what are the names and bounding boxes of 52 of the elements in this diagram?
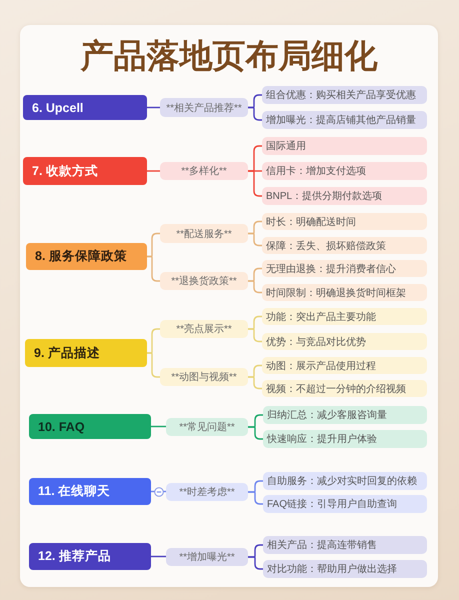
detail-box: 自助服务：减少对实时回复的依赖 [263, 472, 427, 490]
connector-line [248, 491, 263, 505]
category-box: 9. 产品描述 [25, 339, 147, 367]
detail-box: 组合优惠：购买相关产品享受优惠 [262, 86, 427, 104]
detail-box: 国际通用 [262, 137, 427, 155]
connector-line [248, 426, 263, 440]
detail-box: FAQ链接：引导用户自助查询 [263, 495, 427, 513]
detail-box: 无理由退换：提升消费者信心 [262, 260, 427, 277]
subtopic-box: **配送服务** [160, 224, 248, 243]
category-box: 10. FAQ [29, 414, 151, 439]
detail-box: 信用卡：增加支付选项 [262, 162, 427, 180]
category-box: 11. 在线聊天 [29, 478, 151, 505]
detail-box: 视频：不超过一分钟的介绍视频 [262, 380, 427, 397]
connector-line [151, 426, 166, 428]
connector-line [248, 280, 262, 294]
subtopic-box: **多样化** [160, 162, 248, 180]
connector-line [248, 232, 262, 246]
category-box: 6. Upcell [23, 95, 147, 120]
connector-line [147, 170, 160, 172]
connector-line [248, 328, 262, 342]
connector-line [248, 556, 263, 570]
connector-line [147, 352, 160, 378]
subtopic-box: **动图与视频** [160, 368, 248, 386]
subtopic-box: **常见问题** [166, 418, 248, 436]
category-box: 8. 服务保障政策 [26, 243, 147, 270]
detail-box: 保障：丢失、损坏赔偿政策 [262, 237, 427, 254]
detail-box: 时长：明确配送时间 [262, 213, 427, 230]
category-box: 7. 收款方式 [23, 157, 147, 185]
detail-box: BNPL：提供分期付款选项 [262, 187, 427, 205]
connector-line [151, 490, 166, 492]
subtopic-box: **退换货政策** [160, 272, 248, 290]
detail-box: 对比功能：帮助用户做出选择 [263, 560, 427, 578]
connector-line [147, 106, 160, 108]
detail-box: 快速响应：提升用户体验 [263, 430, 427, 448]
connector-line [248, 376, 262, 390]
title: 产品落地页布局细化 [79, 38, 378, 77]
detail-box: 功能：突出产品主要功能 [262, 308, 427, 325]
connector-line [248, 170, 262, 197]
detail-box: 优势：与竞品对比优势 [262, 333, 427, 350]
subtopic-box: **相关产品推荐** [160, 98, 248, 117]
connector-line [248, 106, 262, 121]
connector-line [151, 556, 166, 558]
category-box: 12. 推荐产品 [29, 543, 151, 570]
subtopic-box: **时差考虑** [166, 483, 248, 501]
connector-line [147, 256, 160, 282]
detail-box: 相关产品：提高连带销售 [263, 536, 427, 554]
detail-box: 增加曝光：提高店铺其他产品销量 [262, 111, 427, 129]
detail-box: 动图：展示产品使用过程 [262, 357, 427, 374]
subtopic-box: **增加曝光** [166, 548, 248, 566]
subtopic-box: **亮点展示** [160, 320, 248, 338]
detail-box: 归纳汇总：减少客服咨询量 [263, 406, 427, 424]
detail-box: 时间限制：明确退换货时间框架 [262, 284, 427, 301]
